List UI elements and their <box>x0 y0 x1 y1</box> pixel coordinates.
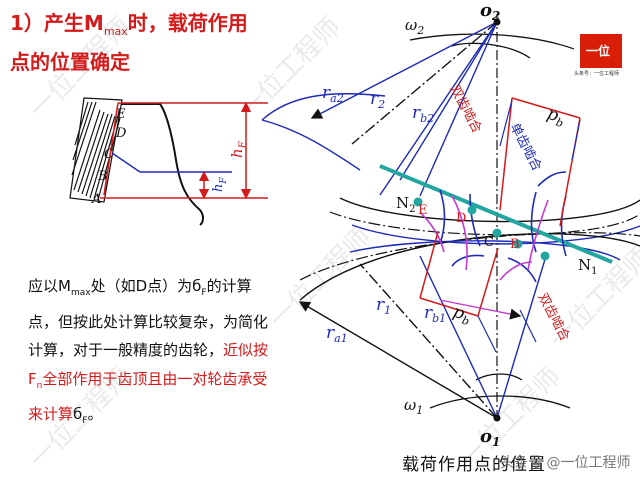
point-B <box>513 239 523 249</box>
rb2-label: rb2 <box>412 103 434 125</box>
point-N2 <box>413 197 423 207</box>
rack-hatch <box>69 97 123 203</box>
point-C-label: C <box>104 147 114 162</box>
mesh-E-label: E <box>418 203 428 218</box>
point-A-label: A <box>91 192 101 207</box>
r2-label: r2 <box>370 89 385 111</box>
point-D <box>467 205 477 215</box>
omega2-label: ω2 <box>405 16 424 37</box>
highlight-text: 近似按Fn全部作用于齿顶且由一对轮齿承受来计算 <box>28 341 269 423</box>
r1-label: r1 <box>376 295 391 317</box>
point-C <box>492 228 502 238</box>
single-mesh-label: 单齿啮合 <box>506 121 544 174</box>
ra2-label: ra2 <box>322 83 344 105</box>
hF-label: hF <box>228 140 249 158</box>
o2-label: o2 <box>480 0 500 23</box>
watermark-text: 一位工程师 <box>24 362 137 475</box>
o1-label: o1 <box>480 426 500 449</box>
gear-mesh-figure: o2 o1 ω2 ω1 ra2 r2 rb2 ra1 r1 rb1 N2 N1 … <box>298 0 640 449</box>
center-o2 <box>493 18 501 26</box>
watermark-text: 一位工程师 <box>264 222 377 335</box>
single-tooth-figure: E D C B A hF hF <box>69 93 386 226</box>
N1-label: N1 <box>578 256 598 277</box>
point-E-label: E <box>115 107 126 122</box>
omega1-label: ω1 <box>404 396 423 417</box>
watermark-credit: 头条号 @一位工程师 <box>500 455 631 471</box>
hF2-label: hF <box>211 177 229 192</box>
slide-title: 1）产生Mmax时，载荷作用 点的位置确定 <box>10 11 248 74</box>
double-mesh-top-label: 双齿啮合 <box>446 83 484 136</box>
addendum-circle-2 <box>339 197 640 223</box>
base-circle-2 <box>351 224 640 245</box>
ra1-label: ra1 <box>326 323 348 345</box>
center-o1 <box>493 414 501 422</box>
line-of-action <box>379 164 613 264</box>
mesh-D-label: D <box>456 211 466 226</box>
mesh-B-label: B <box>510 237 520 252</box>
brand-logo: 一位 头条号：一位工程师 <box>574 30 632 80</box>
mesh-C-label: C <box>484 235 494 250</box>
explanation-text: 应以Mmax处（如D点）为бF的计算点，但按此处计算比较复杂，为简化计算，对于一… <box>28 277 269 426</box>
rb1-label: rb1 <box>424 303 446 325</box>
figure-caption: 载荷作用点的位置 <box>402 455 546 475</box>
brand-box: 一位 <box>580 34 622 68</box>
pb-bottom-label: pb <box>450 302 474 328</box>
point-N1 <box>540 251 550 261</box>
pb-top-label: pb <box>544 104 568 130</box>
base-circle-1 <box>349 240 621 261</box>
point-B-label: B <box>97 169 108 184</box>
point-D-label: D <box>115 126 127 141</box>
N2-label: N2 <box>396 194 416 215</box>
